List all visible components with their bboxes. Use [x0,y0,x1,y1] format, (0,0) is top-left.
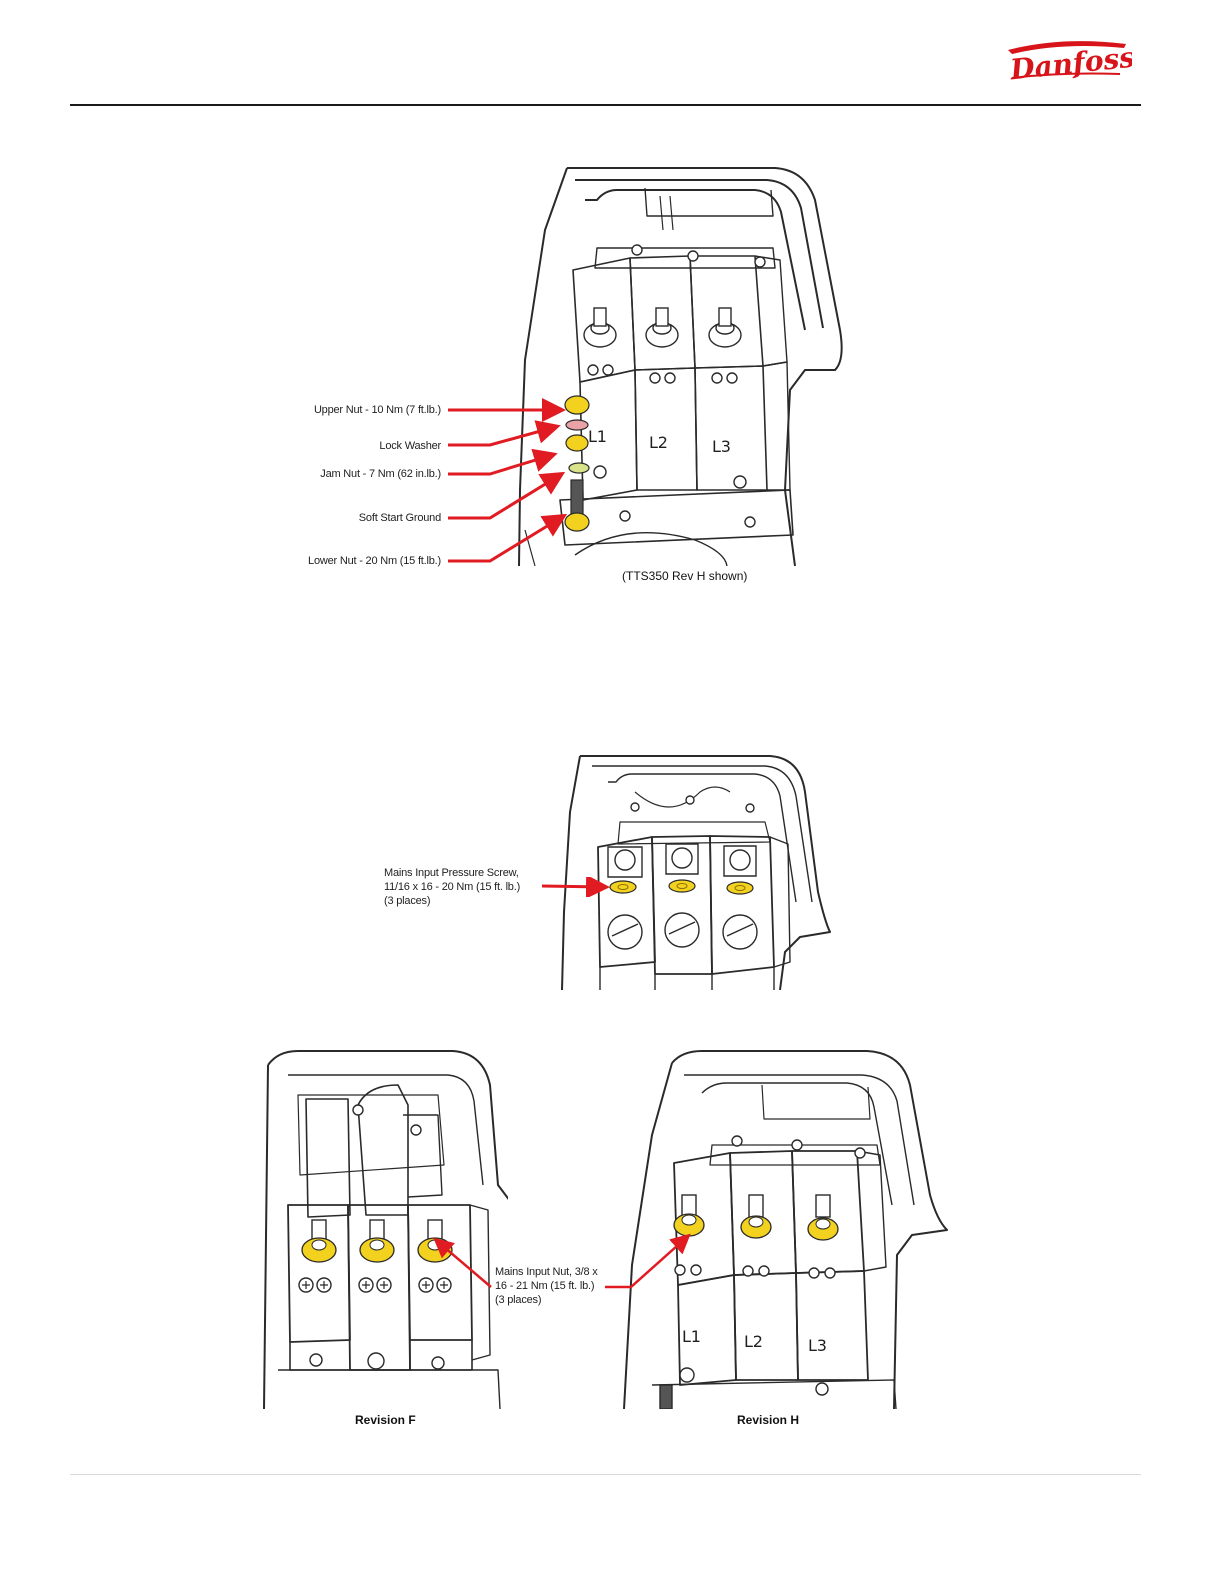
danfoss-logo: Danfoss [1002,34,1132,84]
figure3-callout-arrows [433,1233,691,1289]
caption-revision-f: Revision F [355,1413,416,1427]
figure-revision-h: L1 L2 L3 [612,1045,957,1409]
label-lock-washer: Lock Washer [379,440,441,452]
caption-revision-h: Revision H [737,1413,800,1427]
terminal-label-l3: L3 [712,437,731,456]
rev-h-terminal-label-l1: L1 [682,1327,701,1346]
terminal-label-l2: L2 [649,433,668,452]
label-soft-start-ground: Soft Start Ground [358,512,441,524]
label-lower-nut: Lower Nut - 20 Nm (15 ft.lb.) [308,555,441,567]
soft-starter-drawing-rev-h [518,167,843,566]
terminal-label-l1: L1 [588,427,607,446]
rev-h-terminal-label-l2: L2 [744,1332,763,1351]
label-mains-input-nut: Mains Input Nut, 3/8 x 16 - 21 Nm (15 ft… [495,1266,598,1306]
figure1-callout-arrows [448,398,568,563]
soft-starter-drawing-pressure-screw [561,755,831,990]
label-jam-nut: Jam Nut - 7 Nm (62 in.lb.) [320,468,441,480]
soft-starter-drawing-rev-h-2 [623,1050,948,1409]
label-mains-input-pressure-screw: Mains Input Pressure Screw, 11/16 x 16 -… [384,867,521,907]
rev-h-terminal-label-l3: L3 [808,1336,827,1355]
figure-mains-pressure-screw [560,752,835,990]
figure2-callout-arrow [541,877,610,897]
header-divider [70,104,1141,106]
label-upper-nut: Upper Nut - 10 Nm (7 ft.lb.) [313,404,441,416]
figure-grounding-hardware: L1 L2 L3 [505,160,850,566]
figure1-note: (TTS350 Rev H shown) [622,569,748,583]
footer-divider [70,1474,1141,1475]
